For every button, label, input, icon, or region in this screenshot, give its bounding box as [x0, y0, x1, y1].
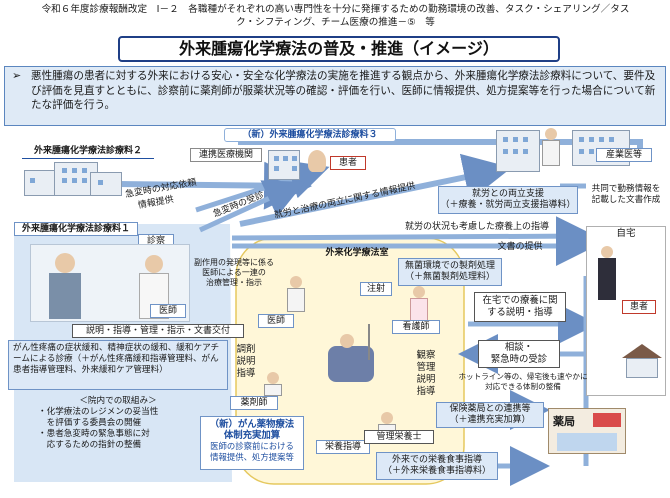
prep-label: 調剤 説明 指導 [234, 344, 258, 380]
work-support-text: 就労との両立支援 [472, 189, 544, 199]
consult-box: 相談・ 緊急時の受診 [478, 340, 560, 368]
shared-doc-label: 共同で勤務情報を 記載した文書作成 [584, 184, 668, 206]
header-line-2: ク・シフティング、チーム医療の推進－⑤ 等 [236, 16, 435, 28]
outpatient-room-label: 外来化学療法室 [325, 248, 389, 258]
symptom-mgmt-box: がん性疼痛の症状緩和、精神症状の緩和、緩和ケアチームによる診療（＋がん性疼痛緩和… [8, 340, 228, 390]
hotline-text: ホットライン等の、帰宅後も速やかに 対応できる体制の整備 [456, 372, 590, 392]
side-effect-label: 副作用の発現等に係る 医師による一連の 治療管理・指示 [192, 258, 276, 288]
fee3-label: （新）外来腫瘍化学療法診療料３ [224, 128, 396, 142]
home-guidance-line-2: する説明・指導 [487, 307, 553, 318]
pharmacy-link-text: 保険薬局との連携等 [449, 404, 531, 414]
consult-line-2: 緊急時の受診 [490, 354, 548, 365]
outpatient-nutrition-box: 外来での栄養食事指導 （＋外来栄養食事指導料） [376, 452, 498, 480]
injection-label: 注射 [360, 282, 392, 296]
nutrition-guidance-label: 栄養指導 [316, 440, 370, 454]
shared-doc-line-1: 共同で勤務情報を [591, 184, 661, 194]
in-hospital-box: ＜院内での取組み＞ ・化学療法のレジメンの妥当性 を評価する委員会の開催 ・患者… [38, 396, 198, 454]
outpatient-nutrition-text: 外来での栄養食事指導 [391, 455, 482, 465]
new-pharm-box: （新）がん薬物療法 体制充実加算 医師の診察前における 情報提供、処方提案等 [200, 416, 304, 470]
industrial-doctor-figure [540, 128, 562, 168]
new-pharm-line-1: （新）がん薬物療法 [209, 419, 295, 430]
new-pharm-sub-1: 医師の診察前における [210, 441, 294, 451]
prep-line-1: 調剤 [236, 344, 256, 355]
nurse-figure [408, 286, 430, 324]
header-line-1: 令和６年度診療報酬改定 Ⅰ－２ 各職種がそれぞれの高い専門性を十分に発揮するため… [41, 4, 630, 15]
summary-box: ➢ 悪性腫瘍の患者に対する外来における安心・安全な化学療法の実施を推進する観点か… [4, 66, 666, 126]
side-effect-line-3: 治療管理・指示 [206, 278, 262, 287]
new-pharm-line-2: 体制充実加算 [223, 430, 281, 441]
home-guidance-box: 在宅での療養に関 する説明・指導 [474, 292, 566, 322]
side-effect-line-1: 副作用の発現等に係る [194, 258, 274, 267]
consult-line-1: 相談・ [504, 342, 534, 353]
bullet-arrow-icon: ➢ [12, 69, 22, 82]
pharmacist-label: 薬剤師 [230, 396, 278, 410]
pharmacy-link-sub: （＋連携充実加算） [449, 415, 531, 425]
pharmacy-building: 薬局 [548, 408, 626, 454]
side-effect-line-2: 医師による一連の [202, 268, 266, 277]
in-hospital-title: ＜院内での取組み＞ [79, 396, 157, 406]
doctor2-figure [286, 276, 306, 314]
observe-line-1: 観察 [416, 350, 436, 361]
hotline-line-1: ホットライン等の、帰宅後も速やかに [458, 372, 588, 381]
observe-line-3: 説明 [416, 374, 436, 385]
patient-chair-figure [322, 324, 382, 384]
hospital-icon-2 [24, 162, 124, 198]
work-status-guidance-label: 就労の状況も考慮した療養上の指導 [404, 222, 549, 232]
in-hospital-item-1b: を評価する委員会の開催 [38, 418, 142, 428]
patient-right-label: 患者 [622, 300, 656, 314]
pharmacy-label: 薬局 [553, 415, 575, 428]
nurse-label: 看護師 [392, 320, 440, 334]
dietitian-label: 管理栄養士 [364, 430, 434, 444]
patient-top-label: 患者 [330, 156, 366, 170]
prep-line-2: 説明 [236, 356, 256, 367]
pharmacist-figure [262, 372, 284, 396]
doc-provision-label: 文書の提供 [497, 242, 543, 252]
home-guidance-line-1: 在宅での療養に関 [482, 295, 558, 306]
hotline-line-2: 対応できる体制の整備 [485, 382, 561, 391]
shared-doc-line-2: 記載した文書作成 [591, 195, 661, 205]
home-patient-figure [596, 246, 618, 302]
patient-top-figure [308, 150, 326, 172]
industrial-doctor-label: 産業医等 [596, 148, 652, 162]
house-icon [622, 344, 662, 380]
header-text: 令和６年度診療報酬改定 Ⅰ－２ 各職種がそれぞれの高い専門性を十分に発揮するため… [8, 4, 663, 29]
pharmacy-link-box: 保険薬局との連携等 （＋連携充実加算） [436, 402, 544, 428]
fee2-label: 外来腫瘍化学療法診療料２ [22, 145, 154, 159]
outpatient-nutrition-sub: （＋外来栄養食事指導料） [382, 466, 491, 476]
explain-list-box: 説明・指導・管理・指示・文書交付 [72, 324, 244, 338]
page-title: 外来腫瘍化学療法の普及・推進（イメージ） [118, 36, 560, 62]
in-hospital-item-2b: 応するための指針の整備 [38, 440, 142, 450]
in-hospital-item-2: ・患者急変時の緊急事態に対 [38, 429, 150, 439]
summary-text: 悪性腫瘍の患者に対する外来における安心・安全な化学療法の実施を推進する観点から、… [31, 70, 656, 112]
partner-facility-label: 連携医療機関 [190, 148, 262, 162]
partner-facility-icon [268, 150, 300, 180]
aseptic-text: 無菌環境での製剤処理 [404, 261, 495, 271]
aseptic-sub: （＋無菌製剤処理料） [404, 272, 495, 282]
work-support-sub: （＋療養・就労両立支援指導料） [440, 200, 576, 210]
observe-line-4: 指導 [416, 386, 436, 397]
aseptic-box: 無菌環境での製剤処理 （＋無菌製剤処理料） [398, 258, 502, 286]
in-hospital-item-1: ・化学療法のレジメンの妥当性 [38, 407, 159, 417]
company-building-icon [496, 130, 540, 172]
observe-line-2: 管理 [416, 362, 436, 373]
doctor2-label: 医師 [258, 314, 294, 328]
work-support-box: 就労との両立支援 （＋療養・就労両立支援指導料） [438, 186, 578, 214]
prep-line-3: 指導 [236, 368, 256, 379]
doctor-label: 医師 [150, 304, 186, 318]
fee1-label: 外来腫瘍化学療法診療料１ [14, 222, 138, 236]
home-label: 自宅 [616, 228, 636, 239]
new-pharm-sub-2: 情報提供、処方提案等 [210, 452, 294, 462]
observe-label: 観察 管理 説明 指導 [414, 350, 438, 398]
